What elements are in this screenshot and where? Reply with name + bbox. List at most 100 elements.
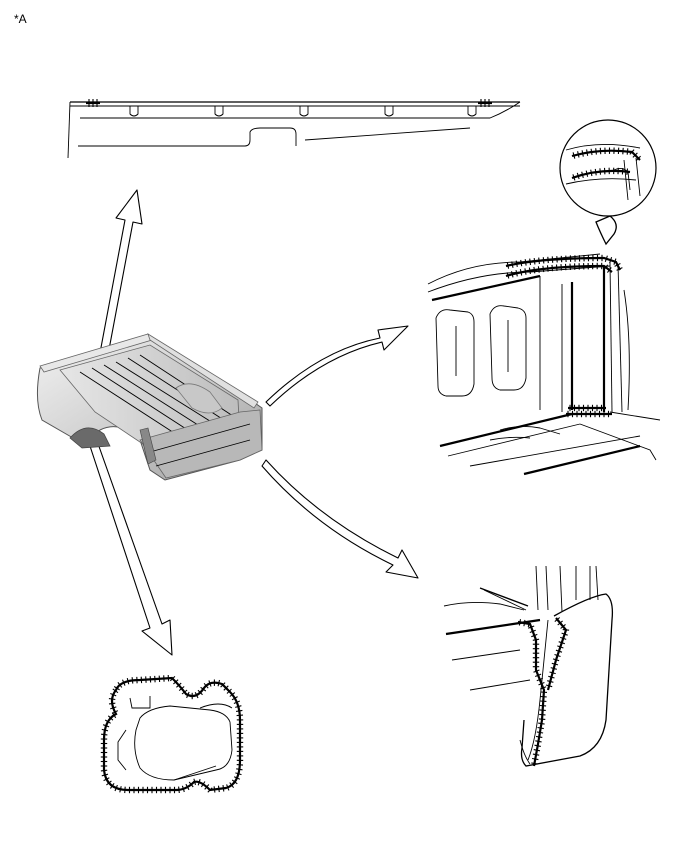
seal-tick <box>169 676 176 682</box>
seal-tick <box>178 686 185 692</box>
seal-tick <box>181 785 185 793</box>
seal-tick <box>506 262 510 269</box>
seal-tick <box>223 685 229 691</box>
seal-tick <box>217 679 221 687</box>
seal-tick <box>557 620 563 626</box>
seal-tick <box>609 257 613 264</box>
seal-tick <box>510 271 514 278</box>
arrow-to-wheel-well <box>87 437 173 656</box>
seal-tick <box>220 682 226 688</box>
seal-tick <box>534 673 542 678</box>
seal-tick <box>629 149 635 155</box>
seal-tick <box>533 258 536 265</box>
seal-tick <box>548 675 555 679</box>
seal-tick <box>528 267 531 274</box>
seal-tick <box>547 256 549 264</box>
seal-tick <box>204 784 210 790</box>
seal-tick <box>173 679 179 685</box>
seal-tick <box>599 168 602 175</box>
seal-tick <box>590 148 593 156</box>
seal-tick <box>193 778 197 786</box>
seal-tick <box>506 272 510 279</box>
bed-rail-top-view <box>67 99 521 159</box>
seal-tick <box>110 706 117 710</box>
seal-tick <box>236 714 244 717</box>
seal-tick <box>236 764 244 766</box>
seal-tick <box>229 782 235 789</box>
seal-tick <box>124 786 126 794</box>
seal-tick <box>520 259 523 267</box>
seal-tick <box>226 784 230 791</box>
seal-tick <box>529 629 536 634</box>
seal-tick-marks <box>100 147 641 794</box>
seal-tick <box>539 709 546 711</box>
seal-tick <box>194 691 199 699</box>
seal-tick <box>222 785 225 792</box>
seal-tick <box>572 174 576 181</box>
seal-tick <box>538 718 546 720</box>
seal-tick <box>235 705 242 708</box>
seal-tick <box>549 671 556 675</box>
seal-tick <box>106 780 112 786</box>
seal-tick <box>104 719 111 724</box>
seal-tick <box>538 681 545 686</box>
seal-tick <box>594 168 597 176</box>
seal-tick <box>114 784 118 792</box>
seal-tick <box>535 735 543 738</box>
seal-tick <box>613 258 617 265</box>
seal-tick <box>524 259 527 266</box>
seal-tick <box>554 617 561 623</box>
seal-tick <box>528 625 535 629</box>
seal-tick <box>632 152 638 158</box>
seal-tick <box>542 257 545 264</box>
seal-tick <box>108 702 116 705</box>
seal-tick <box>554 653 561 658</box>
seal-tick <box>113 686 120 691</box>
front-panel-corner-zoom <box>559 119 657 246</box>
seal-tick <box>551 662 559 666</box>
seal-tick <box>531 633 538 638</box>
seal-tick <box>231 696 238 701</box>
seal-tick <box>581 150 584 157</box>
seal-tick <box>233 776 241 780</box>
arrow-to-rear-corner <box>261 459 419 579</box>
seal-tick <box>529 258 532 266</box>
seal-tick <box>585 170 589 177</box>
seal-tick <box>545 684 553 688</box>
seal-tick <box>197 689 203 696</box>
seal-tick <box>560 636 567 640</box>
seal-tick <box>108 698 116 701</box>
seal-tick <box>235 772 242 776</box>
seal-tick <box>604 255 608 262</box>
seal-tick <box>635 155 641 161</box>
seal-tick <box>109 782 115 789</box>
rear-corner-view <box>443 565 614 767</box>
seal-tick <box>560 623 566 629</box>
seal-tick <box>523 619 526 627</box>
seal-tick <box>537 266 540 273</box>
seal-tick <box>233 700 241 705</box>
rail-seal-left <box>86 99 100 107</box>
seal-tick <box>533 749 541 752</box>
seal-tick <box>536 677 544 682</box>
seal-tick <box>188 781 194 788</box>
seal-tick <box>121 679 126 686</box>
seal-tick <box>231 779 238 785</box>
seal-tick <box>616 267 623 271</box>
seal-tick <box>524 268 527 275</box>
seal-tick <box>552 658 560 662</box>
seal-tick <box>100 769 108 772</box>
seal-tick <box>532 753 540 756</box>
seal-tick <box>197 779 201 786</box>
seal-tick <box>577 151 580 158</box>
seal-tick <box>576 172 580 180</box>
seal-tick <box>590 169 593 177</box>
seal-tick <box>539 686 547 690</box>
seal-tick <box>614 263 621 267</box>
seal-tick <box>537 726 544 730</box>
seal-tick <box>236 709 243 712</box>
seal-tick <box>126 677 130 685</box>
seal-tick <box>111 710 119 714</box>
seal-tick <box>626 168 629 175</box>
rail-seal-right <box>478 99 492 107</box>
